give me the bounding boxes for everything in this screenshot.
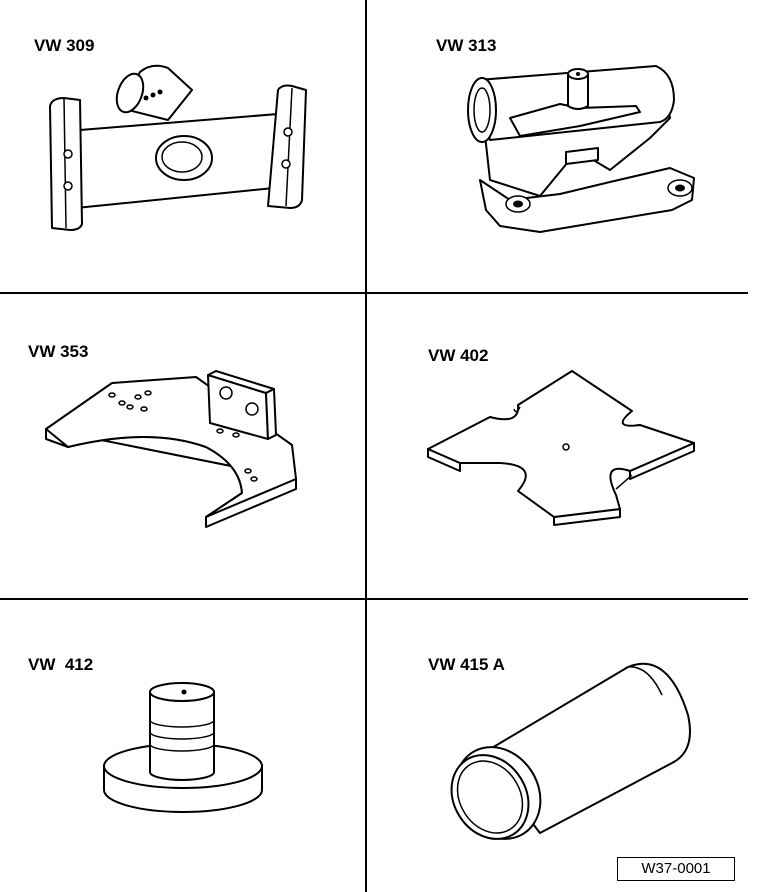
tool-label-vw309: VW 309 [34,36,95,55]
tool-label-vw353: VW 353 [28,342,89,361]
cross-plate-icon [420,365,710,535]
horizontal-divider-bottom [0,598,748,600]
horizontal-divider-top [0,292,748,294]
support-plate-icon [40,365,310,545]
tool-label-vw402: VW 402 [428,346,489,365]
tool-label-vw412: VW 412 [28,655,94,674]
mounting-bracket-icon [460,60,710,240]
figure-reference: W37-0001 [617,857,735,881]
steering-holder-icon [40,60,330,240]
vertical-divider [365,0,367,892]
press-piece-icon [100,680,270,830]
tool-label-vw415a: VW 415 A [428,655,505,674]
sleeve-tube-icon [440,655,700,855]
tool-label-vw313: VW 313 [436,36,497,55]
